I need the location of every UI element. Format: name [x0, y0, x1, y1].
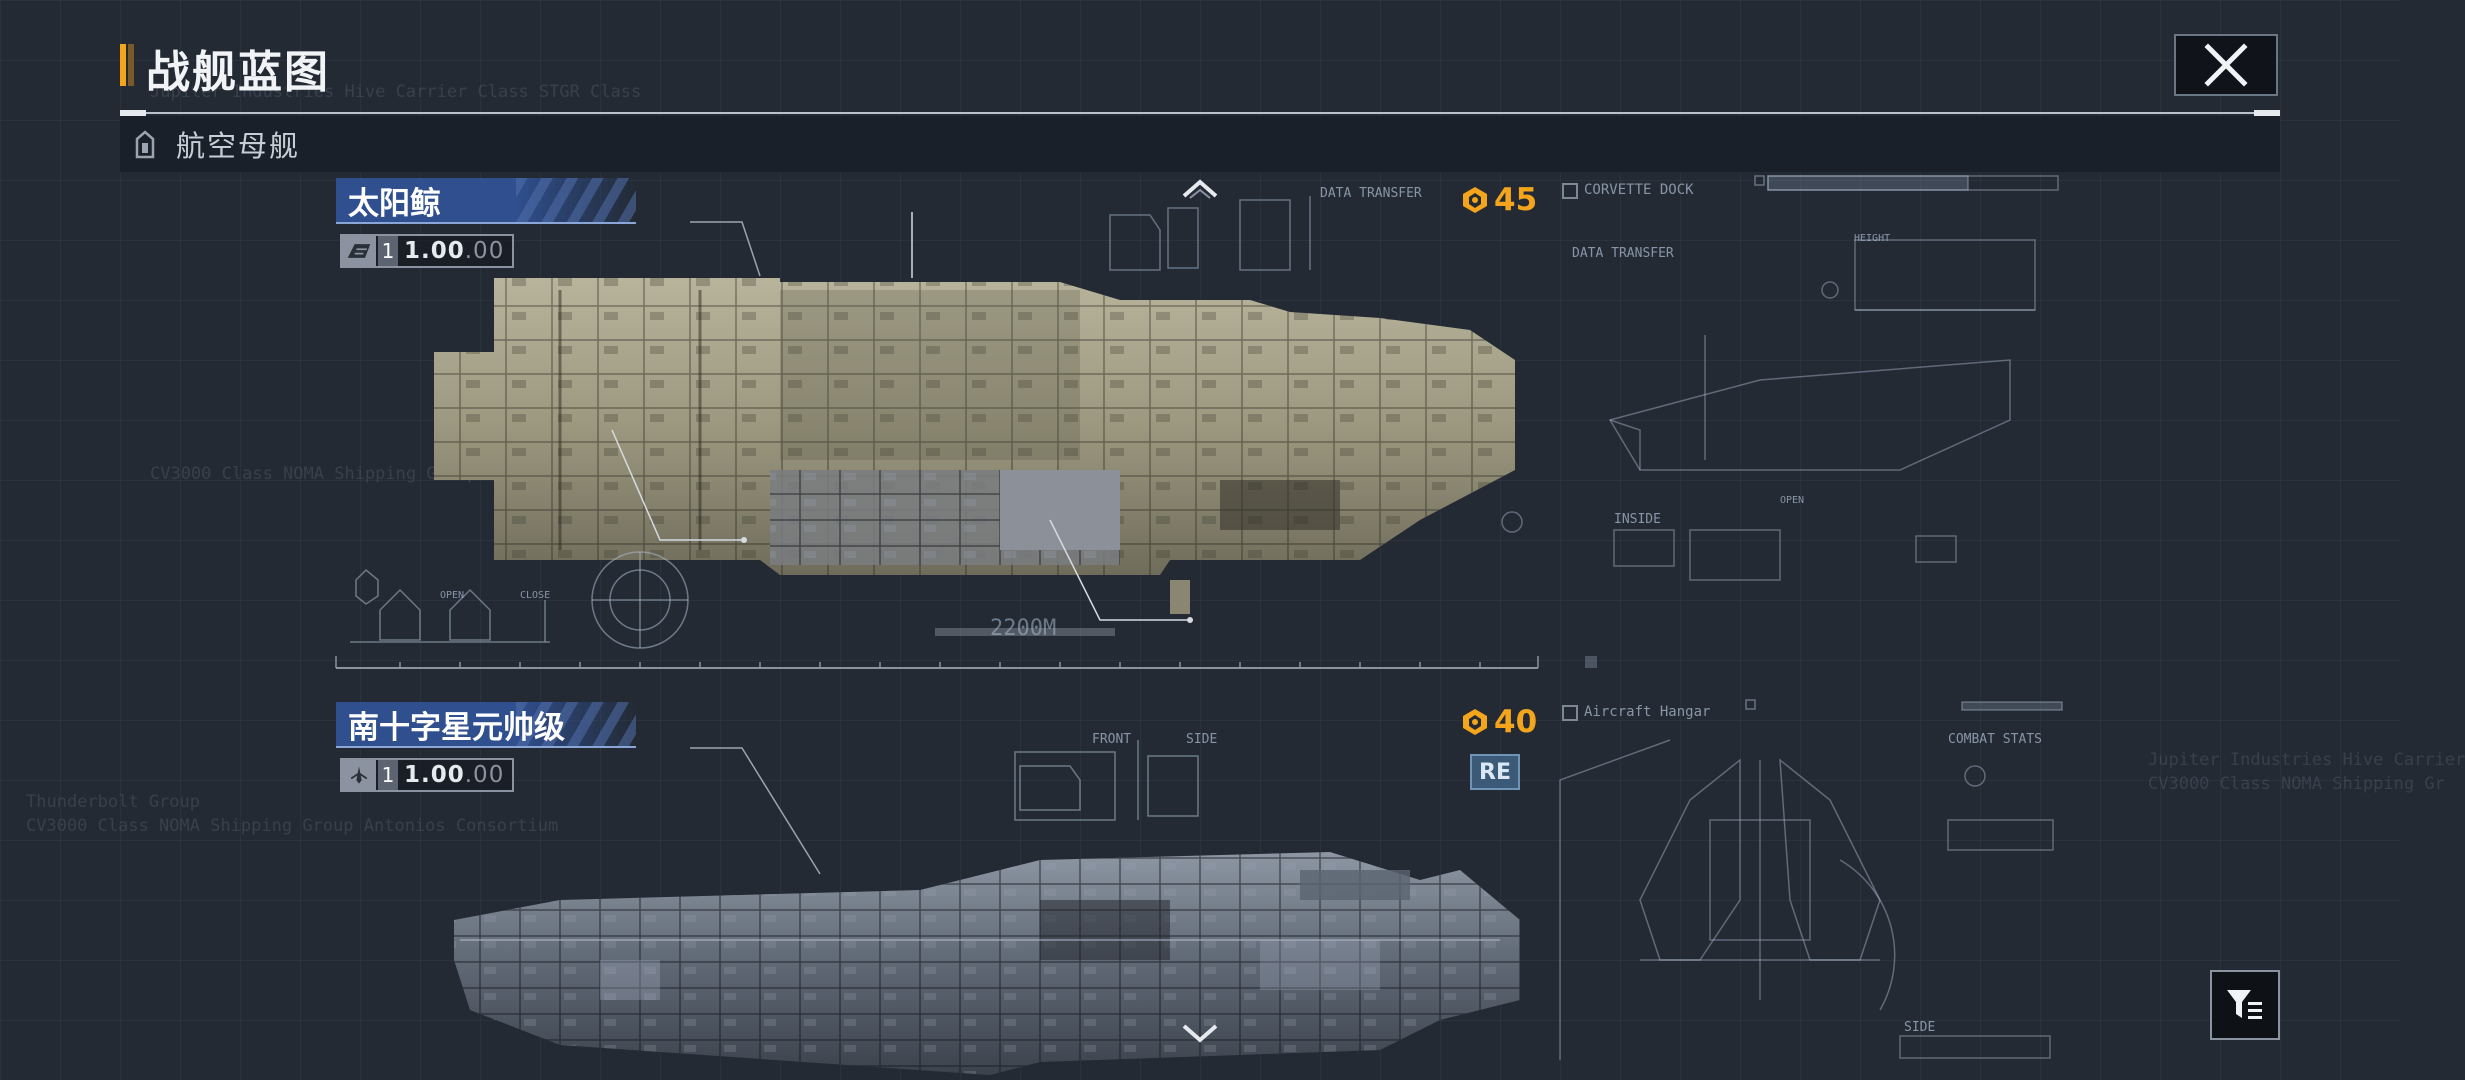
background-text: Thunderbolt Group	[26, 792, 200, 812]
ship-scale-value: 1.00.00	[398, 238, 512, 264]
name-tag-stripes	[516, 702, 636, 746]
ship-scale-value: 1.00.00	[398, 762, 512, 788]
ship-class-icon	[342, 236, 376, 266]
close-icon	[2204, 43, 2248, 87]
height-label: HEIGHT	[1854, 233, 1891, 244]
filter-button[interactable]	[2210, 970, 2280, 1040]
ship-class-icon	[342, 760, 376, 790]
header-divider-tick	[120, 110, 146, 116]
cost-icon	[1463, 709, 1487, 735]
category-label: 航空母舰	[176, 129, 301, 163]
data-transfer-label: DATA TRANSFER	[1320, 186, 1422, 201]
ship-sun-whale-model	[434, 278, 1515, 614]
page-title: 战舰蓝图	[146, 47, 330, 98]
ship-name: 南十字星元帅级	[348, 709, 565, 746]
aircraft-hangar-label: Aircraft Hangar	[1584, 704, 1711, 720]
side-label: SIDE	[1904, 1020, 1936, 1035]
ship-scale-badge: 1 1.00.00	[340, 234, 515, 268]
ship-level: 1	[378, 760, 398, 790]
background-text: Jupiter Industries Hive Carrier	[2148, 750, 2465, 770]
corvette-dock-checkbox[interactable]	[1562, 183, 1578, 199]
ship-cost: 45	[1460, 182, 1537, 218]
re-badge: RE	[1470, 754, 1520, 790]
ship-cost-value: 45	[1494, 182, 1538, 218]
ship-southern-cross-model	[454, 852, 1520, 1075]
close-button[interactable]	[2174, 34, 2278, 96]
ship-cost-value: 40	[1494, 704, 1538, 740]
filter-icon	[2227, 990, 2262, 1019]
front-label: FRONT	[1092, 732, 1132, 747]
cost-icon	[1463, 187, 1487, 213]
inside-label: INSIDE	[1614, 512, 1661, 527]
ship-name-tag[interactable]: 太阳鲸	[336, 178, 636, 224]
chevron-up-icon[interactable]	[1180, 176, 1220, 200]
ship-scale-main: 1.00	[404, 762, 465, 788]
carrier-category-icon	[135, 130, 155, 159]
background-text: Jupiter Industries Hive Carrier Class ST…	[150, 82, 642, 102]
ship-scale-badge: 1 1.00.00	[340, 758, 515, 792]
background-text: CV3000 Class NOMA Shipping Group Antonio…	[26, 816, 559, 836]
background-text: CV3000 Class NOMA Shipping Gr	[2148, 774, 2445, 794]
ship-scale-dim: .00	[464, 762, 505, 788]
combat-stats-label: COMBAT STATS	[1948, 732, 2042, 747]
ship-name: 太阳鲸	[348, 185, 441, 222]
title-accent-bar	[120, 44, 126, 86]
side-label: SIDE	[1186, 732, 1218, 747]
chevron-down-icon[interactable]	[1180, 1020, 1220, 1044]
blueprint-drawing	[335, 175, 2063, 1075]
category-bar: 航空母舰	[120, 116, 2280, 172]
aircraft-hangar-checkbox[interactable]	[1562, 705, 1578, 721]
header-divider-tick	[2254, 110, 2280, 116]
close-label: CLOSE	[520, 590, 551, 601]
header-divider	[120, 112, 2280, 114]
title-accent-bar	[128, 44, 134, 86]
ship-name-tag[interactable]: 南十字星元帅级	[336, 702, 636, 748]
ship-scale-dim: .00	[464, 238, 505, 264]
ship-level: 1	[378, 236, 398, 266]
open-label: OPEN	[1780, 495, 1805, 506]
ship-cost: 40	[1460, 704, 1537, 740]
data-transfer-label: DATA TRANSFER	[1572, 246, 1674, 261]
open-label: OPEN	[440, 590, 465, 601]
ship-scale-main: 1.00	[404, 238, 465, 264]
name-tag-stripes	[516, 178, 636, 222]
corvette-dock-label: CORVETTE DOCK	[1584, 182, 1694, 198]
ship-length-label: 2200M	[990, 616, 1057, 641]
